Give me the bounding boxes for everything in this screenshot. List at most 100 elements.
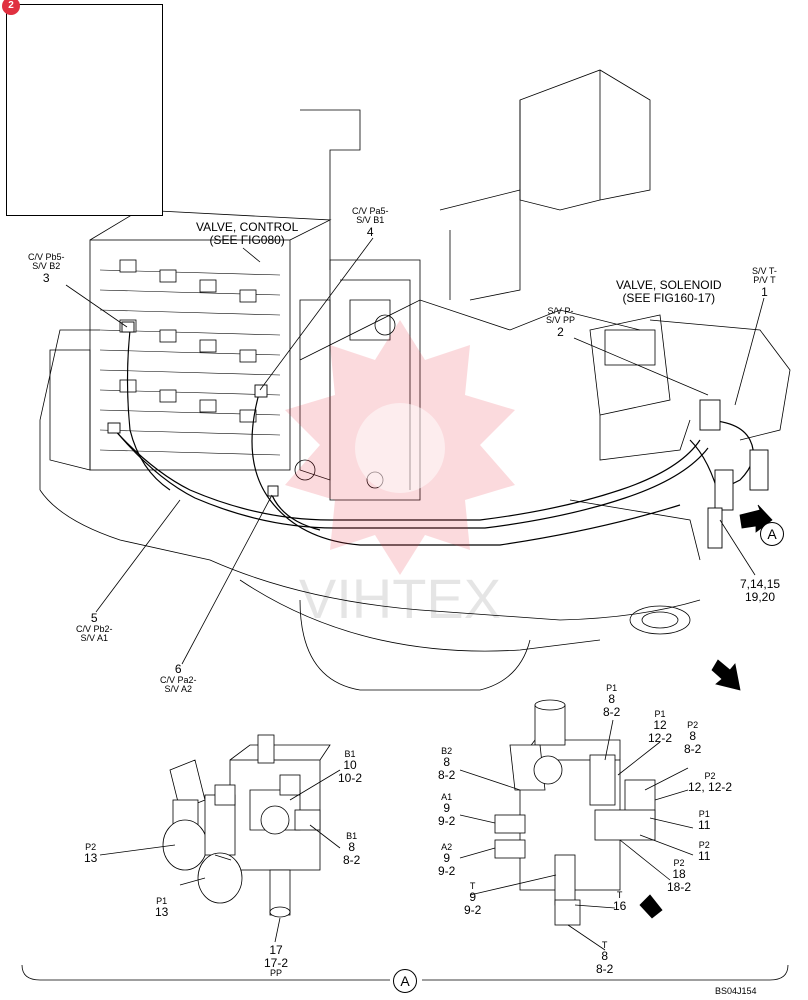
part-number: 8-2 <box>684 742 702 757</box>
port-label: A2 <box>441 842 453 852</box>
callout-7-line1: 7,14,15 <box>740 577 781 591</box>
part-number: 8 <box>608 692 616 707</box>
callout-3-sub2: S/V B2 <box>32 261 61 272</box>
part-number: 11 <box>698 849 711 864</box>
drawing-code: BS04J154 <box>715 986 757 996</box>
port-label: P1 <box>606 683 618 693</box>
part-number: 8 <box>601 949 609 964</box>
callout-5-sub2: S/V A1 <box>80 633 109 644</box>
view-a-footer-marker: A <box>393 969 417 993</box>
callout-6-number: 6 <box>174 662 182 676</box>
part-number: 8 <box>443 755 451 770</box>
part-number: 17-2 <box>264 955 289 970</box>
detail-right-p1-b: P1 12 12-2 <box>648 709 673 746</box>
callout-valve-control: VALVE, CONTROL (SEE FIG080) <box>196 221 298 246</box>
port-label: P2 <box>704 771 716 781</box>
detail-right-t-b: T 16 <box>613 890 627 914</box>
detail-right-a2: A2 9 9-2 <box>438 842 456 879</box>
port-label: B1 <box>344 749 356 759</box>
callout-1: S/V T- P/V T 1 <box>752 266 777 299</box>
callout-valve-solenoid: VALVE, SOLENOID (SEE FIG160-17) <box>616 279 722 304</box>
port-label: P2 <box>698 840 710 850</box>
detail-right-t-c: T 8 8-2 <box>596 940 614 977</box>
callout-4-sub1: C/V Pa5- <box>352 206 389 216</box>
port-label: B1 <box>346 831 358 841</box>
port-label: P2 <box>673 858 685 868</box>
part-number: 8-2 <box>438 768 456 783</box>
detail-left-b1-top: B1 10 10-2 <box>338 749 363 786</box>
callout-5-number: 5 <box>90 611 98 625</box>
detail-right-t-a: T 9 9-2 <box>464 881 482 918</box>
callout-6: 6 C/V Pa2- S/V A2 <box>160 663 197 694</box>
port-label: P1 <box>698 809 710 819</box>
part-number: 9-2 <box>438 814 456 829</box>
valve-solenoid-ref: (SEE FIG160-17) <box>622 290 716 305</box>
valve-solenoid-title: VALVE, SOLENOID <box>616 278 722 292</box>
part-number: 8 <box>689 729 697 744</box>
port-label: T <box>469 881 476 891</box>
callout-2: S/V P- S/V PP 2 <box>546 306 576 339</box>
watermark-logo: VIHTEX <box>285 320 515 630</box>
part-number: 17 <box>269 943 283 957</box>
callout-3: C/V Pb5- S/V B2 3 <box>28 252 65 285</box>
port-label: T <box>601 940 608 950</box>
port-label: P1 <box>654 709 666 719</box>
callout-5-sub1: C/V Pb2- <box>76 623 113 634</box>
part-number: 9 <box>443 801 451 816</box>
detail-right-p2-d: P2 18 18-2 <box>667 858 692 895</box>
callout-4-sub2: S/V B1 <box>356 215 385 226</box>
detail-right-b2: B2 8 8-2 <box>438 746 456 783</box>
part-number: 8-2 <box>343 853 361 868</box>
callout-6-sub2: S/V A2 <box>164 684 193 695</box>
callout-7-line2: 19,20 <box>745 589 776 604</box>
detail-right-p2-b: P2 12, 12-2 <box>688 771 733 795</box>
callout-3-sub1: C/V Pb5- <box>28 252 65 262</box>
port-label: P2 <box>85 842 97 852</box>
detail-left-pp: 17 17-2 PP <box>264 944 288 979</box>
port-label: A1 <box>441 792 453 802</box>
callout-4: C/V Pa5- S/V B1 4 <box>352 206 389 239</box>
detail-right-a1: A1 9 9-2 <box>438 792 456 829</box>
part-number: 18-2 <box>667 880 692 895</box>
locator-inset: 2 <box>2 0 163 216</box>
part-number: 12 <box>653 718 667 733</box>
detail-right-p2-c: P2 11 <box>698 840 711 864</box>
part-number: 13 <box>155 905 169 920</box>
detail-right-p1-top: P1 8 8-2 <box>603 683 621 720</box>
detail-left-p1: P1 13 <box>155 896 169 920</box>
view-a-marker: A <box>760 522 784 546</box>
part-number: 18 <box>672 867 686 882</box>
part-number: 12, 12-2 <box>688 780 733 795</box>
part-number: 12-2 <box>648 731 673 746</box>
valve-control-title: VALVE, CONTROL <box>196 220 299 234</box>
port-label: T <box>616 890 623 900</box>
callout-5: 5 C/V Pb2- S/V A1 <box>76 612 113 643</box>
callout-1-sub2: P/V T <box>753 275 776 286</box>
callout-1-number: 1 <box>761 284 768 299</box>
part-number: 16 <box>613 899 627 914</box>
part-number: 8-2 <box>596 962 614 977</box>
page-badge: 2 <box>2 0 20 15</box>
callout-2-sub2: S/V PP <box>546 315 576 326</box>
part-number: 9-2 <box>464 903 482 918</box>
part-number: 9-2 <box>438 864 456 879</box>
part-number: 9 <box>469 890 477 905</box>
detail-right-p2-a: P2 8 8-2 <box>684 720 702 757</box>
detail-left-p2: P2 13 <box>84 842 98 866</box>
valve-control-ref: (SEE FIG080) <box>209 232 285 247</box>
callout-3-number: 3 <box>42 270 50 285</box>
callout-2-number: 2 <box>557 324 564 339</box>
callout-2-sub1: S/V P- <box>547 306 574 316</box>
part-number: 13 <box>84 851 98 866</box>
part-number: 10-2 <box>338 771 363 786</box>
callout-6-sub1: C/V Pa2- <box>160 674 197 685</box>
watermark-text: VIHTEX <box>299 567 501 630</box>
port-label: PP <box>270 968 283 979</box>
callout-4-number: 4 <box>366 224 374 239</box>
part-number: 9 <box>443 851 451 866</box>
part-number: 8-2 <box>603 705 621 720</box>
port-label: B2 <box>441 746 453 756</box>
part-number: 11 <box>698 818 711 833</box>
